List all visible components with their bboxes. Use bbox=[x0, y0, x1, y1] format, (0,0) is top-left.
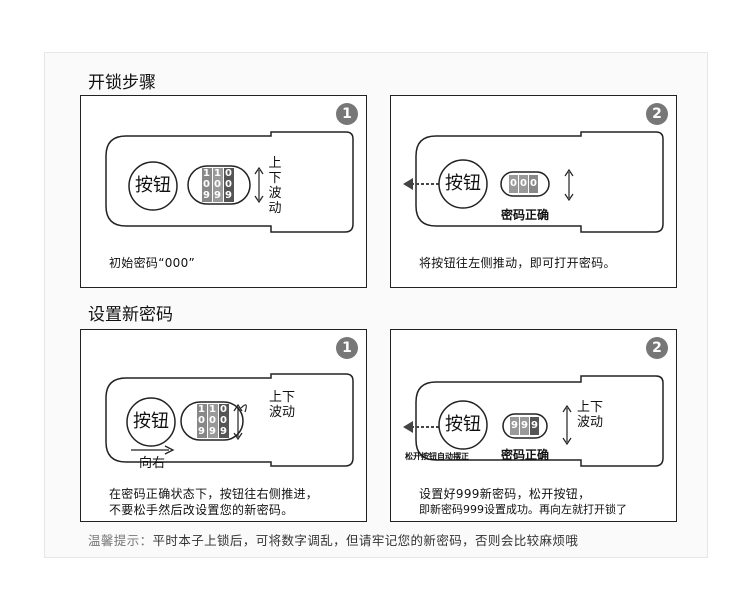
dial-digit: 9 bbox=[521, 420, 528, 431]
button-label: 按钮 bbox=[445, 414, 481, 435]
step-badge: 2 bbox=[646, 337, 668, 359]
wave-label: 上下波动 bbox=[576, 400, 603, 430]
dial-digit: 9 bbox=[209, 426, 216, 437]
button-label: 按钮 bbox=[133, 411, 169, 432]
dial-digit: 1 bbox=[209, 404, 216, 415]
dial-digit: 0 bbox=[530, 178, 537, 189]
dial-digit: 1 bbox=[198, 404, 205, 415]
dial-digit: 9 bbox=[214, 190, 221, 201]
dial-digit: 9 bbox=[225, 190, 232, 201]
set-section-title: 设置新密码 bbox=[88, 305, 173, 325]
dial-digit: 0 bbox=[214, 179, 221, 190]
dial-digit: 0 bbox=[225, 168, 232, 179]
wave-label: 上下波动 bbox=[268, 390, 295, 420]
lock-outline-diagram bbox=[105, 131, 354, 233]
dial-digit: 1 bbox=[203, 168, 210, 179]
open-step1-panel: 按钮 1 1 0 0 0 0 9 9 9 上下波动 1 初始密码“000” bbox=[80, 95, 367, 288]
step-caption-line: 不要松手然后改设置您的新密码。 bbox=[109, 503, 294, 517]
dial-digit: 1 bbox=[214, 168, 221, 179]
dial-digit: 0 bbox=[510, 178, 517, 189]
step-caption-line: 设置好999新密码，松开按钮， bbox=[419, 487, 591, 501]
dial-digit: 0 bbox=[520, 178, 527, 189]
dial-digit: 0 bbox=[198, 415, 205, 426]
button-label: 按钮 bbox=[135, 175, 171, 196]
code-correct-label: 密码正确 bbox=[501, 448, 550, 462]
dial-digit: 9 bbox=[198, 426, 205, 437]
step-caption: 将按钮往左侧推动，即可打开密码。 bbox=[419, 256, 616, 270]
tip-body: 平时本子上锁后，可将数字调乱，但请牢记您的新密码，否则会比较麻烦哦 bbox=[152, 533, 579, 548]
dial-digit: 0 bbox=[209, 415, 216, 426]
dial-digit: 9 bbox=[203, 190, 210, 201]
set-step2-panel: 按钮 9 9 9 松开按钮自动摆正 密码正确 上下波动 2 设置好999新密码，… bbox=[390, 329, 677, 522]
tip-heading: 温馨提示： bbox=[88, 533, 153, 548]
lock-outline-diagram bbox=[403, 375, 664, 467]
push-button-circle bbox=[126, 397, 176, 447]
dial-digit: 0 bbox=[225, 179, 232, 190]
push-button-circle bbox=[438, 159, 488, 209]
dial-digit: 9 bbox=[531, 420, 538, 431]
step-caption-line: 在密码正确状态下，按钮往右侧推进， bbox=[109, 487, 319, 501]
button-label: 按钮 bbox=[445, 173, 481, 194]
set-step1-panel: 按钮 1 1 0 0 0 0 9 9 9 向右 上下波动 1 在密码正确状态下，… bbox=[80, 329, 367, 522]
step-caption: 初始密码“000” bbox=[109, 256, 196, 270]
dial-digit: 0 bbox=[220, 404, 227, 415]
wave-label: 上下波动 bbox=[268, 156, 282, 216]
warm-tip: 温馨提示：平时本子上锁后，可将数字调乱，但请牢记您的新密码，否则会比较麻烦哦 bbox=[88, 530, 578, 549]
dial-digit: 9 bbox=[511, 420, 518, 431]
step-badge: 1 bbox=[336, 337, 358, 359]
dial-digit: 0 bbox=[203, 179, 210, 190]
push-button-circle bbox=[438, 400, 488, 450]
release-button-label: 松开按钮自动摆正 bbox=[405, 452, 469, 461]
step-badge: 1 bbox=[336, 103, 358, 125]
push-right-label: 向右 bbox=[139, 456, 166, 471]
lock-outline-diagram bbox=[105, 373, 354, 467]
step-badge: 2 bbox=[646, 103, 668, 125]
push-button-circle bbox=[128, 161, 178, 211]
lock-outline-diagram bbox=[403, 131, 664, 233]
dial-digit: 0 bbox=[220, 415, 227, 426]
open-step2-panel: 按钮 0 0 0 密码正确 2 将按钮往左侧推动，即可打开密码。 bbox=[390, 95, 677, 288]
dial-digit: 9 bbox=[220, 426, 227, 437]
code-correct-label: 密码正确 bbox=[501, 208, 550, 222]
open-section-title: 开锁步骤 bbox=[88, 73, 156, 93]
step-caption-line: 即新密码999设置成功。再向左就打开锁了 bbox=[419, 503, 627, 516]
